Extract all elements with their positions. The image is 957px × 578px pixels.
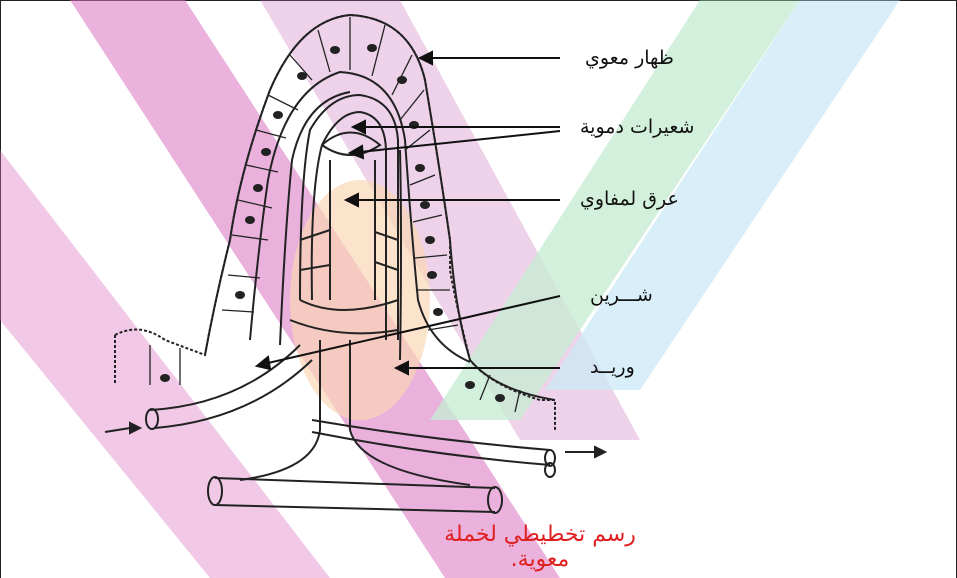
label-epithelium: ظهار معوي — [585, 47, 674, 69]
label-lacteal: عرق لمفاوي — [580, 188, 679, 210]
label-capillaries: شعيرات دموية — [580, 116, 694, 138]
watermark — [0, 0, 900, 578]
label-vein: وريــد — [590, 356, 635, 378]
label-artery: شـــرين — [590, 284, 653, 306]
diagram-caption: رسم تخطيطي لخملة معوية. — [420, 522, 660, 572]
